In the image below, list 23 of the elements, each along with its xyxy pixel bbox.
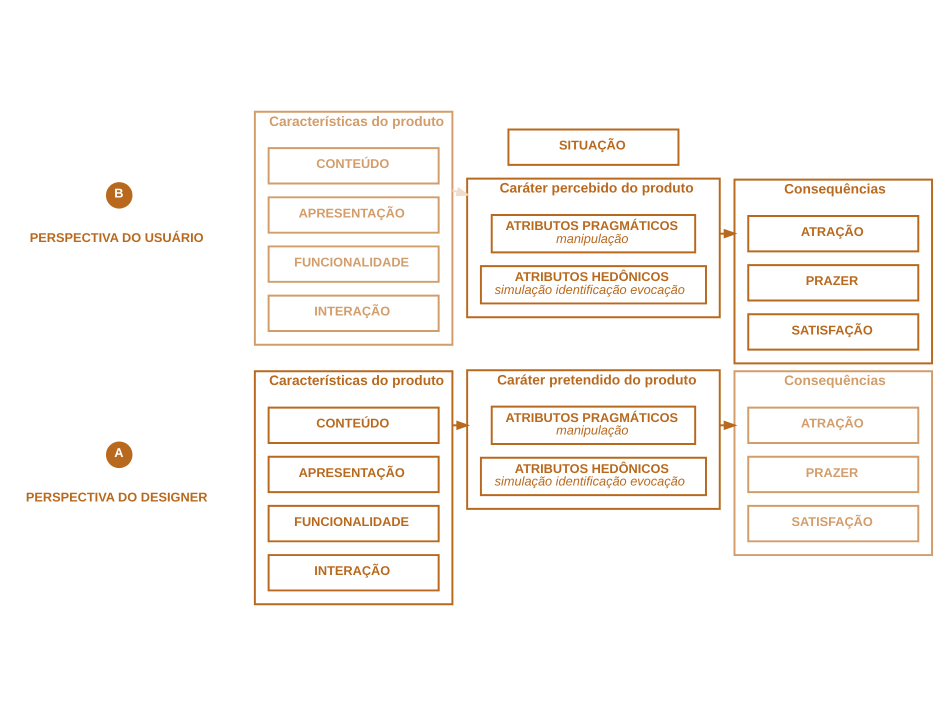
node-circle: B: [106, 182, 132, 209]
node-box: CONTEÚDO: [268, 406, 440, 444]
node-box: PRAZER: [747, 456, 920, 494]
node-box: INTERAÇÃO: [268, 294, 440, 332]
node-box: ATRIBUTOS PRAGMÁTICOS manipulação: [490, 406, 696, 445]
node-box: SATISFAÇÃO: [747, 504, 920, 542]
node-box: CONTEÚDO: [268, 147, 440, 185]
node-box: FUNCIONALIDADE: [268, 504, 440, 542]
node-box: ATRAÇÃO: [747, 406, 920, 444]
node-box: ATRIBUTOS PRAGMÁTICOS manipulação: [490, 214, 696, 254]
node-box: SATISFAÇÃO: [747, 313, 920, 351]
node-circle: A: [106, 442, 132, 468]
node-label: PERSPECTIVA DO USUÁRIO: [30, 230, 204, 245]
node-box: APRESENTAÇÃO: [268, 196, 440, 234]
node-box: APRESENTAÇÃO: [268, 456, 440, 494]
node-label: PERSPECTIVA DO DESIGNER: [26, 489, 208, 504]
node-box: INTERAÇÃO: [268, 554, 440, 592]
node-box: FUNCIONALIDADE: [268, 245, 440, 283]
node-box: ATRIBUTOS HEDÔNICOS simulação identificação evocação: [480, 456, 707, 496]
node-box: ATRAÇÃO: [747, 215, 920, 252]
node-box: SITUAÇÃO: [507, 128, 680, 166]
node-box: ATRIBUTOS HEDÔNICOS simulação identificação evocação: [480, 265, 707, 304]
node-box: PRAZER: [747, 264, 920, 302]
